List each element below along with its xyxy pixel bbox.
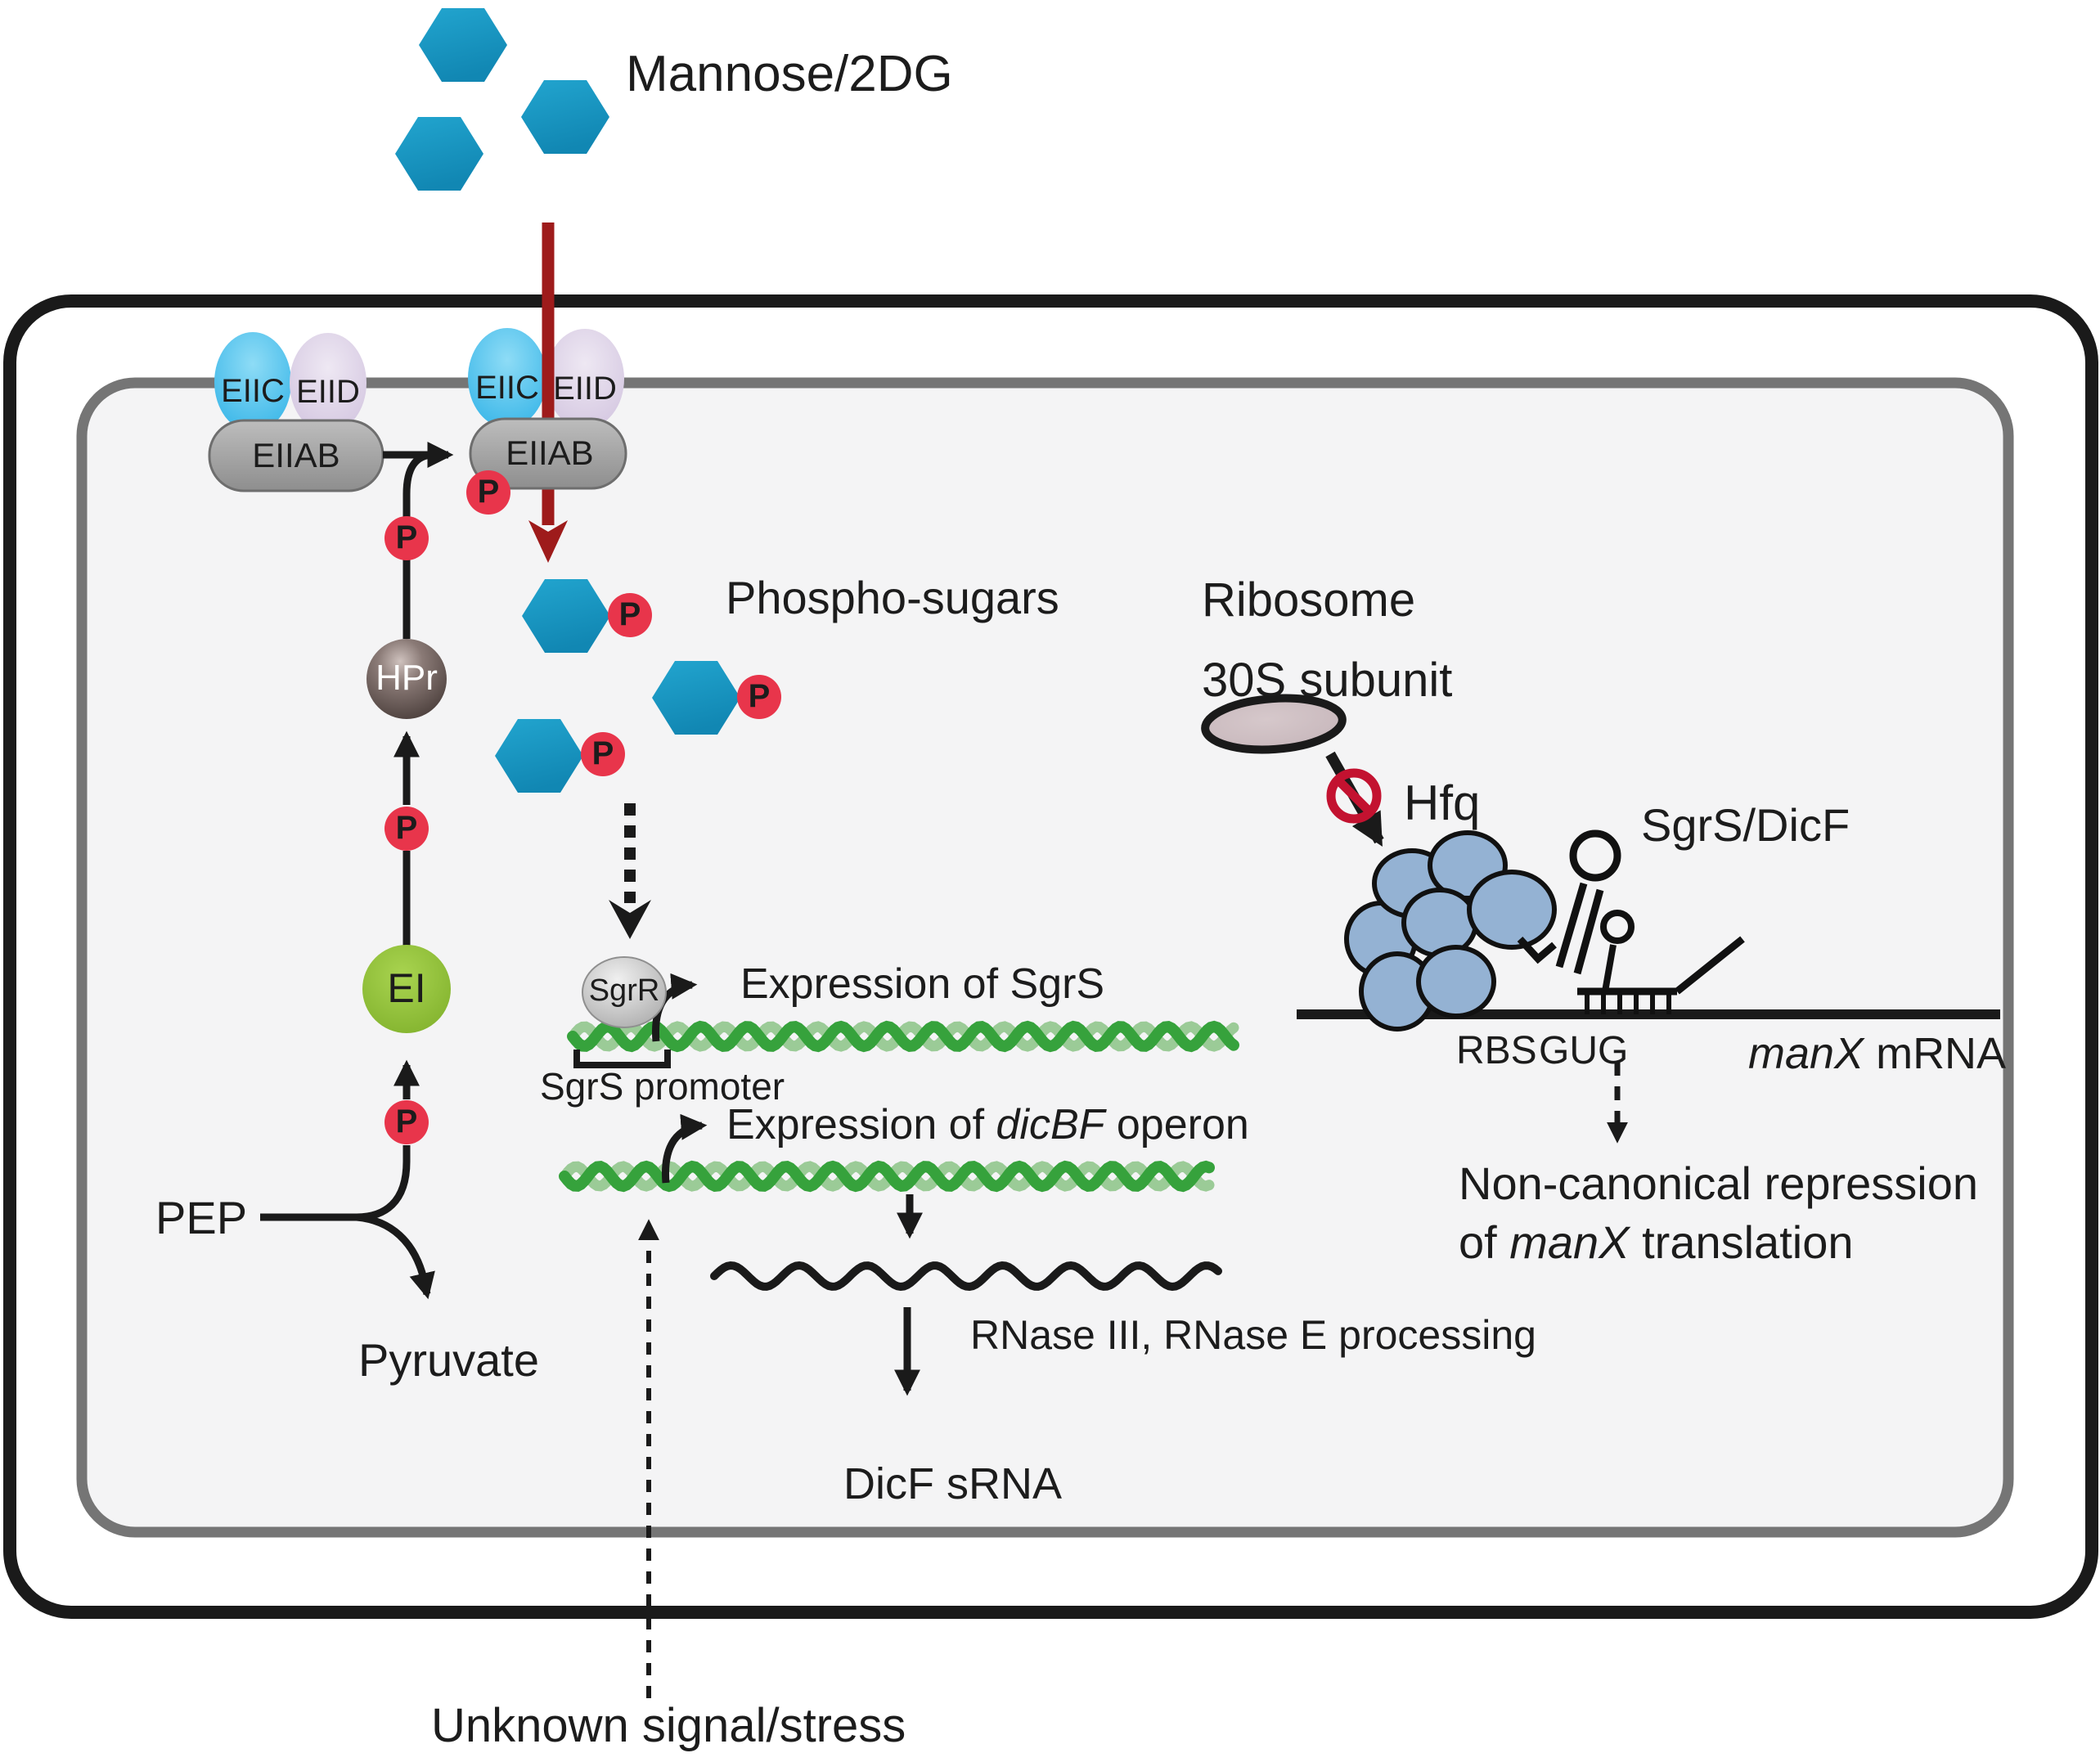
- sgrr-protein: [582, 956, 667, 1028]
- sgrr-label: SgrR: [588, 973, 660, 1009]
- phospho-sugars-label: Phospho-sugars: [726, 572, 1059, 623]
- sgrs-dicf-label: SgrS/DicF: [1641, 799, 1850, 851]
- inner-membrane: [76, 377, 2014, 1538]
- phosphate-label: P: [748, 678, 771, 714]
- hfq-protein-cluster: [1344, 830, 1557, 1032]
- sgrs-promoter-bracket: [573, 1050, 671, 1068]
- dicbf-transcription-arrow: [661, 1113, 708, 1184]
- eiid-protein-1: [290, 333, 366, 433]
- hpr-label: HPr: [375, 657, 438, 698]
- eiic-protein-2: [468, 328, 546, 428]
- dicbf-transcript-wavy-rna: [710, 1261, 1222, 1292]
- phosphate-label: P: [618, 596, 641, 632]
- eiic-label-2: EIIC: [475, 370, 539, 406]
- eiid-protein-2: [546, 329, 624, 429]
- ribosome-label-line1: Ribosome: [1202, 573, 1416, 627]
- prohibition-icon: [1326, 768, 1382, 824]
- cell-wall: [3, 294, 2098, 1619]
- noncanonical-label-line1: Non-canonical repression: [1459, 1157, 1979, 1209]
- eiiab-label-2: EIIAB: [506, 433, 594, 472]
- eiic-protein-1: [214, 332, 291, 432]
- eiid-label-1: EIID: [296, 374, 360, 410]
- mannose-2dg-sugars: [395, 8, 609, 191]
- pyruvate-label: Pyruvate: [358, 1334, 539, 1386]
- eiiab-label-1: EIIAB: [252, 435, 340, 474]
- phosphate-label: P: [395, 810, 418, 846]
- srna-secondary-structure: [1517, 829, 1745, 1014]
- phosphate-badges: [384, 470, 781, 1144]
- sugar-stress-arrowhead: [609, 900, 651, 939]
- ei-label: EI: [387, 964, 426, 1011]
- rbs-label: RBS: [1456, 1029, 1537, 1072]
- gug-label: GUG: [1539, 1029, 1629, 1072]
- hpr-protein: [366, 639, 447, 719]
- phosphate-label: P: [477, 474, 500, 510]
- phospho-sugar-hexagons: [495, 579, 740, 793]
- hfq-label: Hfq: [1404, 775, 1481, 830]
- expression-sgrs-label: Expression of SgrS: [740, 960, 1105, 1008]
- unknown-signal-label: Unknown signal/stress: [431, 1699, 906, 1752]
- phosphate-label: P: [591, 735, 614, 771]
- pep-label: PEP: [155, 1192, 248, 1243]
- noncanonical-label-line2: of manX translation: [1459, 1216, 1854, 1268]
- sgrs-gene-dna-strand-light: [567, 1021, 1239, 1052]
- dicbf-operon-dna-strand-dark: [559, 1160, 1215, 1193]
- ei-protein: [362, 945, 451, 1033]
- eiid-label-2: EIID: [553, 371, 617, 407]
- expression-dicbf-label: Expression of dicBF operon: [726, 1101, 1249, 1148]
- sgrs-gene-dna-strand-dark: [567, 1020, 1239, 1053]
- dicf-srna-label: DicF sRNA: [843, 1459, 1062, 1508]
- mannose-2dg-label: Mannose/2DG: [626, 46, 953, 102]
- sgrs-promoter-label: SgrS promoter: [540, 1065, 785, 1108]
- ribosome-30s-subunit: [1201, 694, 1347, 754]
- phosphate-label: P: [395, 1103, 418, 1139]
- hpr-to-eiiab-line: [402, 451, 434, 639]
- eiic-label-1: EIIC: [221, 373, 285, 409]
- pep-to-pyruvate-arrow: [356, 1213, 435, 1300]
- ribosome-label-line2: 30S subunit: [1202, 654, 1453, 707]
- eiiab-protein-2: [469, 417, 627, 490]
- sugar-import-arrowhead: [528, 520, 568, 563]
- phosphate-label: P: [395, 519, 418, 555]
- manx-mrna-label: manX mRNA: [1748, 1029, 2007, 1078]
- rnase-processing-label: RNase III, RNase E processing: [970, 1312, 1536, 1358]
